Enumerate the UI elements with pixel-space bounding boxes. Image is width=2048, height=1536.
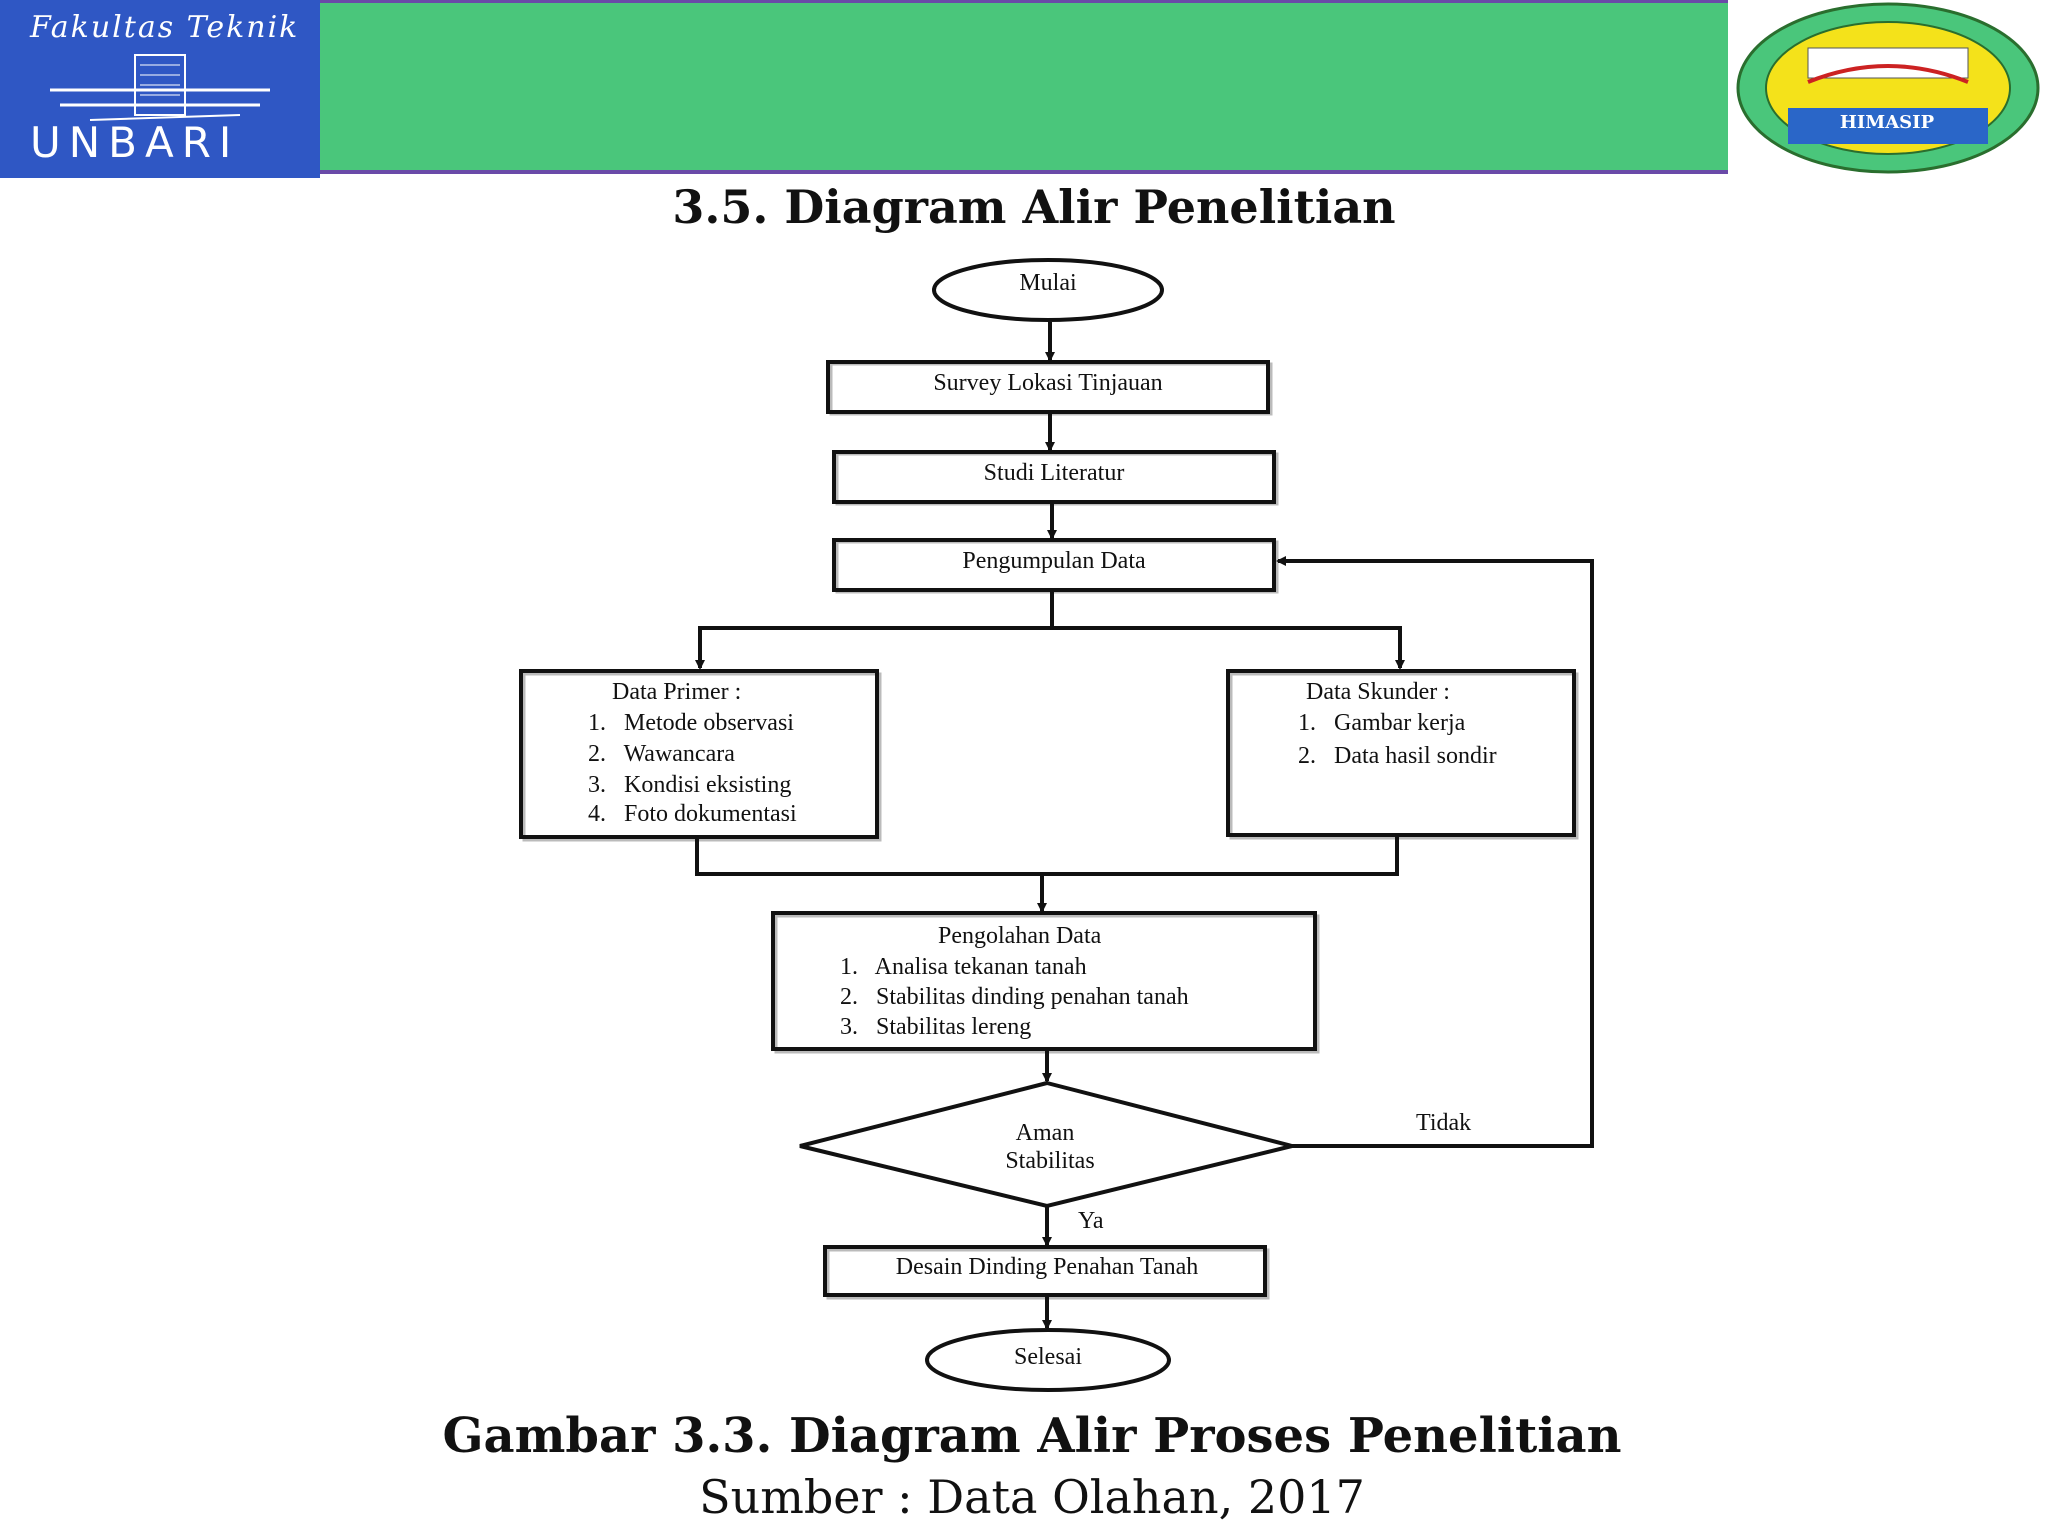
building-bridge-icon xyxy=(50,54,270,121)
logo-script-text: Fakultas Teknik xyxy=(30,10,300,45)
no-label: Tidak xyxy=(1416,1110,1471,1136)
data-sekunder-box xyxy=(1226,669,1576,837)
sekunder-item: 1. Gambar kerja xyxy=(1298,710,1466,736)
primer-title: Data Primer : xyxy=(612,679,741,705)
primer-item: 1. Metode observasi xyxy=(588,710,794,736)
himasip-emblem-icon xyxy=(1736,2,2040,174)
himasip-logo: HIMASIP xyxy=(1728,0,2048,178)
survey-label: Survey Lokasi Tinjauan xyxy=(933,370,1162,396)
pengumpulan-label: Pengumpulan Data xyxy=(962,548,1146,574)
pengolahan-item: 1. Analisa tekanan tanah xyxy=(840,954,1087,980)
himasip-label: HIMASIP xyxy=(1839,112,1935,133)
pengolahan-item: 3. Stabilitas lereng xyxy=(840,1014,1031,1040)
end-label: Selesai xyxy=(1014,1344,1082,1370)
yes-label: Ya xyxy=(1078,1208,1104,1234)
unbari-logo-text: UNBARI xyxy=(30,118,240,167)
studi-label: Studi Literatur xyxy=(984,460,1125,486)
decision-line1: Aman xyxy=(1016,1120,1075,1146)
figure-caption: Gambar 3.3. Diagram Alir Proses Peneliti… xyxy=(442,1408,1622,1464)
start-terminator xyxy=(932,258,1164,322)
pengolahan-box xyxy=(771,911,1317,1051)
fakultas-teknik-logo: Fakultas Teknik UNBARI xyxy=(0,0,320,178)
sekunder-title: Data Skunder : xyxy=(1306,679,1450,705)
primer-item: 4. Foto dokumentasi xyxy=(588,801,797,827)
pengolahan-item: 2. Stabilitas dinding penahan tanah xyxy=(840,984,1189,1010)
pengolahan-title: Pengolahan Data xyxy=(938,923,1102,949)
slide-header: Fakultas Teknik UNBARI HIMASIP xyxy=(0,0,2048,178)
figure-source: Sumber : Data Olahan, 2017 xyxy=(699,1470,1365,1524)
sekunder-item: 2. Data hasil sondir xyxy=(1298,743,1497,769)
primer-item: 3. Kondisi eksisting xyxy=(588,772,791,798)
page-title: 3.5. Diagram Alir Penelitian xyxy=(672,180,1396,234)
end-terminator xyxy=(925,1328,1171,1392)
decision-line2: Stabilitas xyxy=(1005,1148,1094,1174)
desain-box xyxy=(823,1245,1267,1297)
primer-item: 2. Wawancara xyxy=(588,741,735,767)
header-banner xyxy=(320,0,1728,174)
desain-label: Desain Dinding Penahan Tanah xyxy=(896,1254,1198,1280)
start-label: Mulai xyxy=(1019,270,1077,296)
